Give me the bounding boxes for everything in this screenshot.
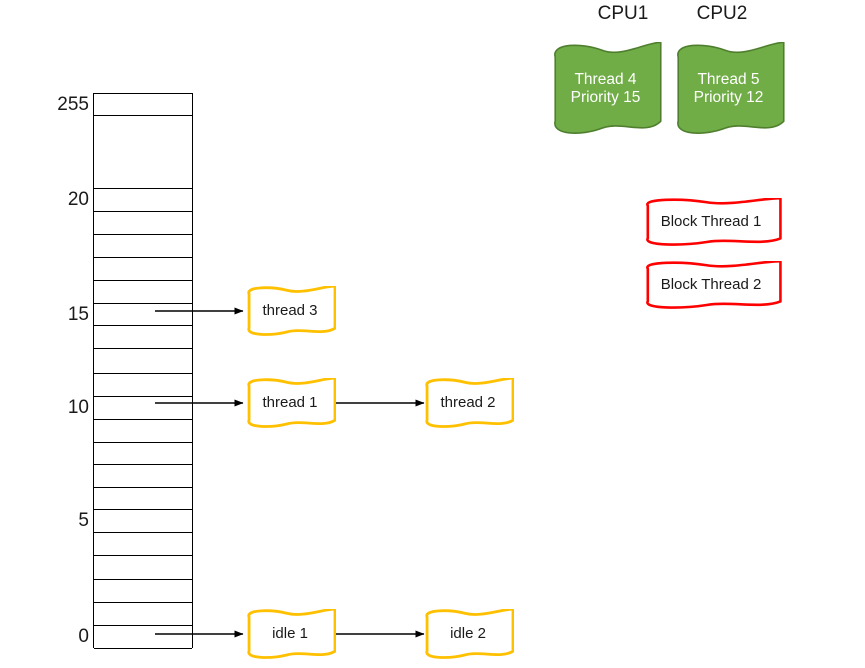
running-thread-cpu2-shape <box>677 42 785 134</box>
priority-row-20 <box>94 603 192 626</box>
block-thread-2-shape <box>646 261 782 309</box>
idle-2-flag-label: idle 2 <box>450 625 486 643</box>
priority-row-13 <box>94 443 192 465</box>
priority-row-6 <box>94 281 192 304</box>
priority-row-4 <box>94 235 192 258</box>
block-thread-1-label: Block Thread 1 <box>660 213 762 231</box>
priority-label-20: 20 <box>67 189 89 210</box>
thread-2-flag[interactable]: thread 2 <box>422 378 514 428</box>
thread-1-flag-shape <box>247 378 336 428</box>
priority-axis-labels: 255 20 15 10 5 0 <box>43 0 89 668</box>
priority-label-0: 0 <box>78 626 89 647</box>
priority-label-5: 5 <box>78 510 89 531</box>
priority-row-16 <box>94 510 192 533</box>
priority-row-10 <box>94 374 192 397</box>
block-thread-2[interactable]: Block Thread 2 <box>640 261 782 309</box>
priority-row-3 <box>94 212 192 235</box>
priority-row-11 <box>94 397 192 420</box>
priority-row-8 <box>94 326 192 349</box>
priority-row-1 <box>94 116 192 189</box>
priority-row-21 <box>94 626 192 649</box>
idle-1-flag-label: idle 1 <box>272 625 308 643</box>
idle-1-flag[interactable]: idle 1 <box>244 609 336 659</box>
priority-row-12 <box>94 420 192 443</box>
idle-2-flag[interactable]: idle 2 <box>422 609 514 659</box>
block-thread-1-shape <box>646 198 782 246</box>
priority-label-255: 255 <box>57 94 89 115</box>
thread-2-flag-shape <box>425 378 514 428</box>
thread-3-flag-label: thread 3 <box>262 302 318 320</box>
idle-1-flag-shape <box>247 609 336 659</box>
priority-ready-queue-table <box>93 93 193 649</box>
running-thread-cpu1[interactable]: Thread 4 Priority 15 <box>549 42 662 136</box>
idle-2-flag-shape <box>425 609 514 659</box>
running-thread-cpu1-shape <box>554 42 662 134</box>
priority-label-15: 15 <box>67 304 89 325</box>
priority-row-14 <box>94 465 192 488</box>
thread-3-flag[interactable]: thread 3 <box>244 286 336 336</box>
priority-label-10: 10 <box>67 397 89 418</box>
cpu1-caption: CPU1 <box>597 3 649 24</box>
cpu2-caption: CPU2 <box>696 3 748 24</box>
thread-1-flag-label: thread 1 <box>262 394 318 412</box>
priority-row-19 <box>94 580 192 603</box>
running-thread-cpu2-label: Thread 5 Priority 12 <box>693 70 764 106</box>
priority-row-9 <box>94 349 192 374</box>
running-thread-cpu2[interactable]: Thread 5 Priority 12 <box>672 42 785 136</box>
priority-row-7 <box>94 304 192 326</box>
block-thread-2-label: Block Thread 2 <box>660 276 762 294</box>
thread-2-flag-label: thread 2 <box>440 394 496 412</box>
priority-row-15 <box>94 488 192 510</box>
priority-row-0 <box>94 94 192 116</box>
running-thread-cpu1-label: Thread 4 Priority 15 <box>570 70 641 106</box>
priority-row-18 <box>94 556 192 580</box>
thread-3-flag-shape <box>247 286 336 336</box>
priority-row-5 <box>94 258 192 281</box>
block-thread-1[interactable]: Block Thread 1 <box>640 198 782 246</box>
priority-row-2 <box>94 189 192 212</box>
priority-row-17 <box>94 533 192 556</box>
thread-1-flag[interactable]: thread 1 <box>244 378 336 428</box>
